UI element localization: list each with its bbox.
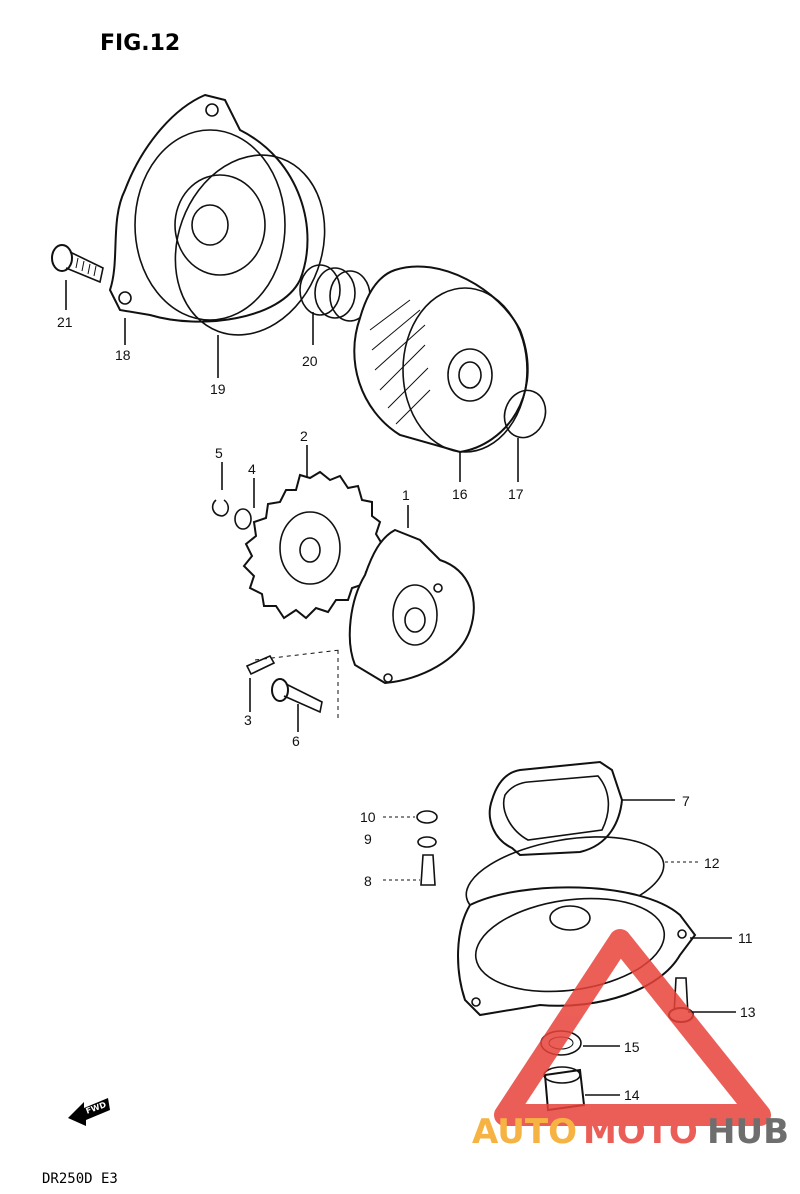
callout-7: 7 — [682, 793, 690, 809]
triangle-logo-icon — [494, 929, 771, 1126]
leader-lines — [65, 280, 736, 1096]
circlip-part-5 — [211, 499, 230, 517]
automotohub-watermark: AUTO MOTO HUB — [472, 929, 789, 1152]
callout-16: 16 — [452, 486, 468, 502]
callout-13: 13 — [740, 1004, 756, 1020]
callout-9: 9 — [364, 831, 372, 847]
callout-21: 21 — [57, 314, 73, 330]
oil-filter-part-16 — [353, 265, 529, 454]
callout-14: 14 — [624, 1087, 640, 1103]
watermark-hub: HUB — [707, 1112, 789, 1152]
filter-cap-part-18 — [108, 93, 309, 323]
callout-12: 12 — [704, 855, 720, 871]
drain-plug-part-14 — [543, 1066, 586, 1112]
pump-gear-part-2 — [242, 470, 384, 620]
callout-20: 20 — [302, 353, 318, 369]
callout-11: 11 — [738, 930, 753, 946]
callout-1: 1 — [402, 487, 410, 503]
pin-part-3 — [245, 654, 276, 676]
callout-5: 5 — [215, 445, 223, 461]
callout-3: 3 — [244, 712, 252, 728]
spring-part-20 — [299, 264, 371, 322]
washer-part-4 — [234, 508, 252, 530]
bolt-part-8 — [420, 854, 436, 886]
callout-4: 4 — [248, 461, 256, 477]
callout-19: 19 — [210, 381, 226, 397]
gasket-part-7 — [488, 760, 624, 857]
callout-15: 15 — [624, 1039, 640, 1055]
fwd-arrow-icon: FWD — [68, 1098, 110, 1126]
callout-8: 8 — [364, 873, 372, 889]
oil-pan-part-11 — [457, 886, 697, 1017]
bolt-part-21 — [51, 244, 104, 284]
o-ring-part-17 — [503, 389, 547, 439]
watermark-moto: MOTO — [583, 1112, 698, 1152]
washer-part-9 — [417, 836, 437, 848]
callout-2: 2 — [300, 428, 308, 444]
callout-6: 6 — [292, 733, 300, 749]
figure-title: FIG.12 — [100, 31, 180, 56]
watermark-auto: AUTO — [472, 1112, 577, 1152]
bolt-part-6 — [271, 678, 323, 714]
o-ring-part-19 — [174, 154, 326, 336]
oil-pump-part-1 — [348, 528, 475, 685]
callout-18: 18 — [115, 347, 131, 363]
callout-17: 17 — [508, 486, 524, 502]
model-code: DR250D E3 — [42, 1171, 118, 1187]
washer-part-10 — [416, 810, 438, 824]
callout-10: 10 — [360, 809, 376, 825]
